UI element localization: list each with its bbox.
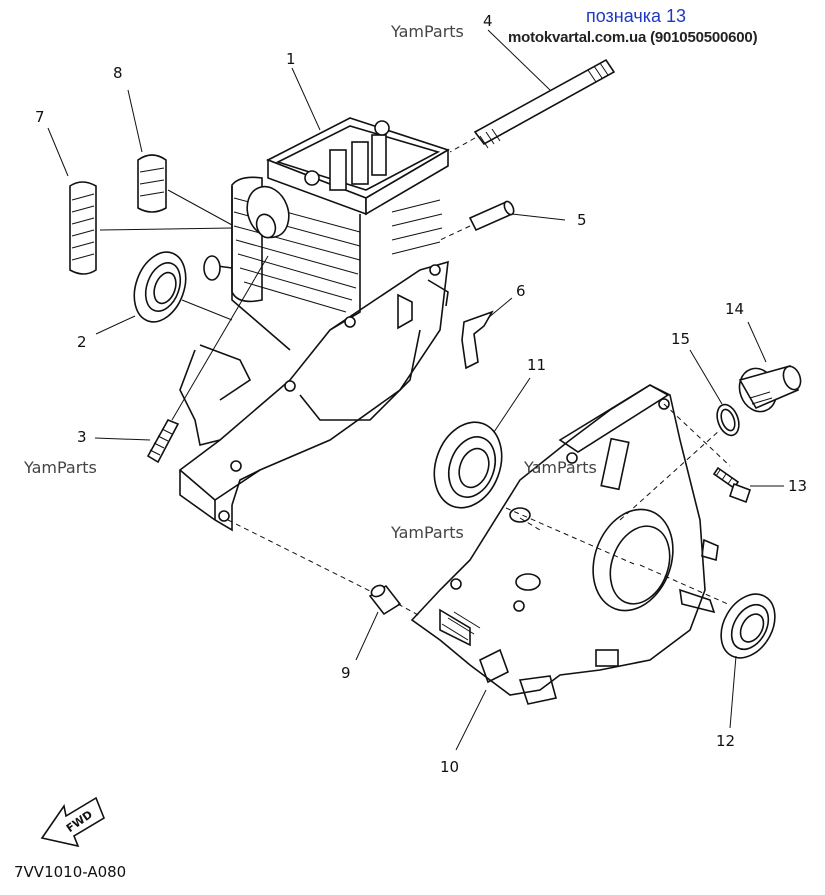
watermark: YamParts bbox=[524, 458, 597, 477]
callout-1: 1 bbox=[286, 50, 296, 68]
callout-13: 13 bbox=[788, 477, 808, 495]
plug-short bbox=[127, 89, 233, 226]
fwd-arrow-icon bbox=[40, 796, 105, 848]
short-stud bbox=[94, 255, 269, 464]
crankcase-cylinder bbox=[178, 117, 450, 532]
oil-seal-right bbox=[720, 593, 776, 729]
crankcase-cover bbox=[410, 384, 731, 751]
watermark: YamParts bbox=[24, 458, 97, 477]
callout-10: 10 bbox=[440, 758, 460, 776]
oil-seal-left bbox=[95, 251, 233, 335]
callout-5: 5 bbox=[577, 211, 587, 229]
ball-bearing bbox=[433, 377, 531, 509]
callout-leaders bbox=[291, 29, 551, 131]
dowel-lower bbox=[227, 519, 421, 661]
clip bbox=[461, 297, 513, 370]
callout-7: 7 bbox=[35, 108, 45, 126]
plug-long bbox=[47, 127, 233, 275]
callout-8: 8 bbox=[113, 64, 123, 82]
dowel-pin bbox=[439, 200, 566, 241]
o-ring bbox=[689, 349, 740, 437]
site-name: motokvartal.com.ua (901050500600) bbox=[508, 29, 758, 46]
callout-14: 14 bbox=[725, 300, 745, 318]
diagram-reference: позначка 13 bbox=[586, 6, 687, 26]
callout-11: 11 bbox=[527, 356, 547, 374]
callout-15: 15 bbox=[671, 330, 691, 348]
watermark: YamParts bbox=[391, 22, 464, 41]
diagram-code: 7VV1010-A080 bbox=[14, 863, 127, 881]
callout-9: 9 bbox=[341, 664, 351, 682]
callout-6: 6 bbox=[516, 282, 526, 300]
callout-2: 2 bbox=[77, 333, 87, 351]
stud-bolt bbox=[449, 58, 616, 153]
callout-4: 4 bbox=[483, 12, 493, 30]
oil-filler-plug bbox=[738, 321, 802, 413]
callout-3: 3 bbox=[77, 428, 87, 446]
watermark: YamParts bbox=[391, 523, 464, 542]
callout-12: 12 bbox=[716, 732, 736, 750]
bolt bbox=[712, 466, 784, 504]
